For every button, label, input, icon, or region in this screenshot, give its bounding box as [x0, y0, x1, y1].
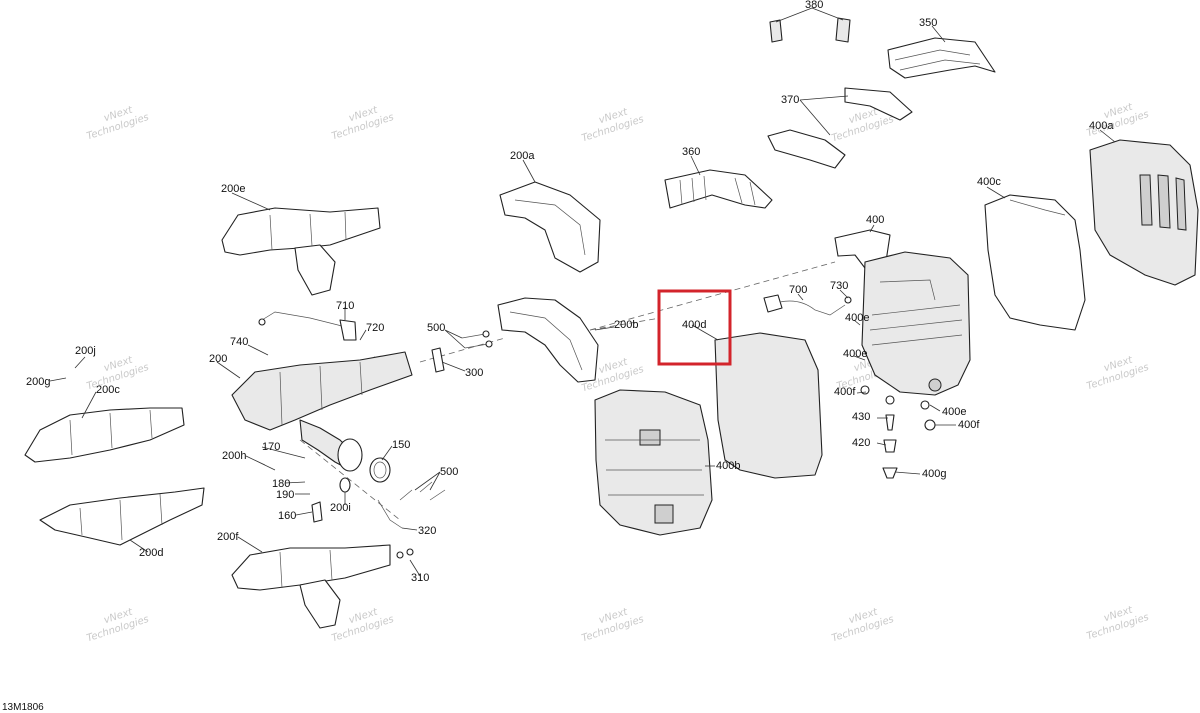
part-500-springs-upper[interactable]	[461, 330, 493, 349]
label-360[interactable]: 360	[682, 146, 700, 158]
part-200b-elbow[interactable]	[497, 297, 599, 383]
label-400d[interactable]: 400d	[682, 319, 706, 331]
label-200[interactable]: 200	[209, 353, 227, 365]
label-160[interactable]: 160	[278, 510, 296, 522]
part-370-sleeves[interactable]	[767, 87, 913, 169]
part-200e-upper-shield[interactable]	[221, 207, 381, 296]
label-200e[interactable]: 200e	[221, 183, 245, 195]
label-350[interactable]: 350	[919, 17, 937, 29]
label-200a[interactable]: 200a	[510, 150, 535, 162]
label-370[interactable]: 370	[781, 94, 799, 106]
part-350-heat-shield[interactable]	[887, 37, 996, 79]
label-200d[interactable]: 200d	[139, 547, 163, 559]
label-400b[interactable]: 400b	[716, 460, 740, 472]
label-720[interactable]: 720	[366, 322, 384, 334]
label-420[interactable]: 420	[852, 437, 870, 449]
label-310[interactable]: 310	[411, 572, 429, 584]
label-430[interactable]: 430	[852, 411, 870, 423]
part-380-clamps[interactable]	[769, 17, 851, 43]
leader-lines	[49, 7, 1116, 577]
label-700[interactable]: 700	[789, 284, 807, 296]
label-200i[interactable]: 200i	[330, 502, 351, 514]
label-150[interactable]: 150	[392, 439, 410, 451]
label-200h[interactable]: 200h	[222, 450, 246, 462]
part-400-muffler[interactable]	[834, 229, 971, 396]
label-400g[interactable]: 400g	[922, 468, 946, 480]
part-160-bracket[interactable]	[311, 501, 323, 523]
part-500-springs-lower[interactable]	[399, 481, 446, 501]
label-180[interactable]: 180	[272, 478, 290, 490]
part-400-hardware[interactable]	[860, 385, 936, 479]
label-500[interactable]: 500	[440, 466, 458, 478]
label-500[interactable]: 500	[427, 322, 445, 334]
label-320[interactable]: 320	[418, 525, 436, 537]
diagram-code: 13M1806	[2, 702, 44, 713]
label-730[interactable]: 730	[830, 280, 848, 292]
label-400c[interactable]: 400c	[977, 176, 1001, 188]
label-300[interactable]: 300	[465, 367, 483, 379]
label-200g[interactable]: 200g	[26, 376, 50, 388]
part-200c-lower-shield[interactable]	[24, 407, 185, 463]
label-400e[interactable]: 400e	[843, 348, 867, 360]
part-200f-shield[interactable]	[231, 544, 391, 629]
label-710[interactable]: 710	[336, 300, 354, 312]
part-200d-shield[interactable]	[39, 487, 205, 546]
part-400a-outer-cover[interactable]	[1089, 139, 1199, 286]
part-710-bracket[interactable]	[258, 311, 357, 341]
label-400e[interactable]: 400e	[845, 312, 869, 324]
label-170[interactable]: 170	[262, 441, 280, 453]
label-400a[interactable]: 400a	[1089, 120, 1114, 132]
label-200c[interactable]: 200c	[96, 384, 120, 396]
part-400b-cover[interactable]	[594, 389, 713, 536]
part-150-ring[interactable]	[369, 457, 391, 483]
part-300-spring[interactable]	[431, 347, 445, 373]
label-400f[interactable]: 400f	[958, 419, 980, 431]
label-380[interactable]: 380	[805, 0, 823, 11]
label-200b[interactable]: 200b	[614, 319, 638, 331]
part-400c-cover[interactable]	[984, 194, 1086, 331]
part-200-main-pipe[interactable]	[231, 351, 413, 472]
label-400[interactable]: 400	[866, 214, 884, 226]
label-740[interactable]: 740	[230, 336, 248, 348]
label-200j[interactable]: 200j	[75, 345, 96, 357]
part-310-bolts[interactable]	[396, 548, 414, 559]
label-190[interactable]: 190	[276, 489, 294, 501]
part-700-sensor[interactable]	[763, 294, 852, 316]
part-200a-shield[interactable]	[499, 181, 601, 273]
part-labels: 380 350 370 360 200a 200e 400 400c 400a …	[26, 0, 1114, 584]
label-400e[interactable]: 400e	[942, 406, 966, 418]
part-200i-clamp[interactable]	[339, 477, 351, 493]
part-360-flex-pipe[interactable]	[664, 169, 773, 209]
label-200f[interactable]: 200f	[217, 531, 239, 543]
label-400f[interactable]: 400f	[834, 386, 856, 398]
highlight-box-400d	[657, 289, 732, 366]
part-400d-shield[interactable]	[714, 332, 823, 479]
part-320-rod[interactable]	[377, 499, 403, 529]
